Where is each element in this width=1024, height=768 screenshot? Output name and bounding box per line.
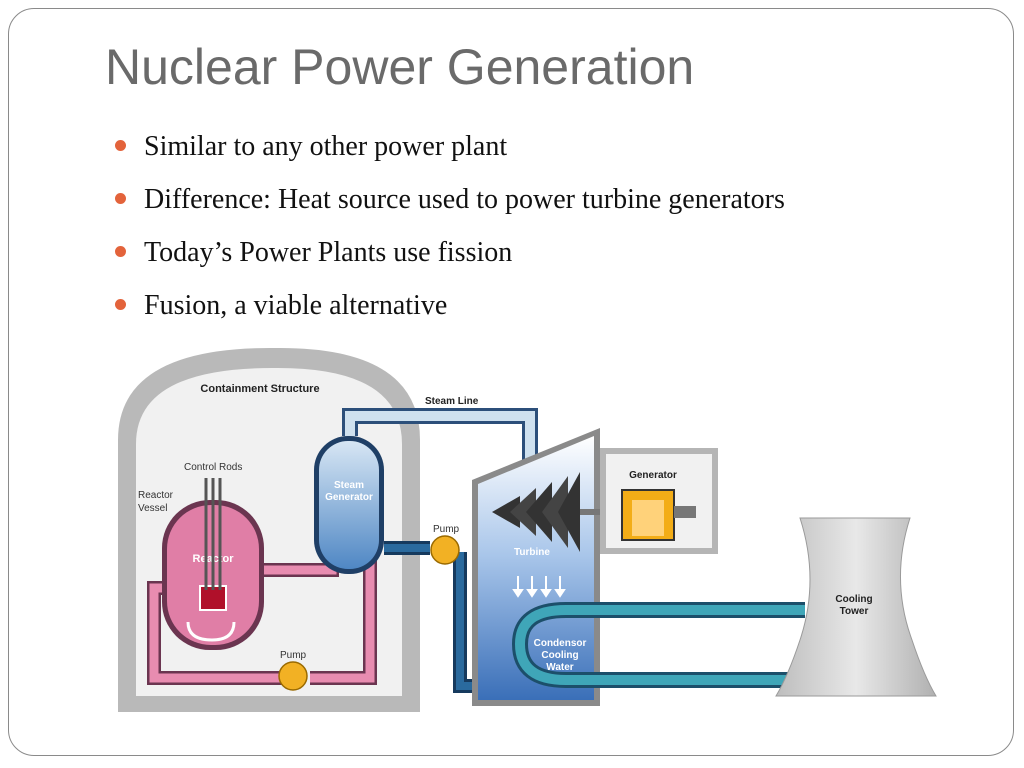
steam-generator-fill [319, 441, 379, 569]
turbine-label: Turbine [514, 547, 550, 558]
bullet-item: Similar to any other power plant [115, 126, 785, 179]
bullet-text: Difference: Heat source used to power tu… [144, 184, 785, 215]
steam-line-fill [345, 411, 535, 462]
condensor-label: Condensor [534, 638, 587, 649]
top-pump-label: Pump [433, 524, 460, 535]
steam-generator-label: Generator [325, 492, 373, 503]
bullet-text: Today’s Power Plants use fission [144, 237, 513, 268]
top-pump [430, 535, 460, 565]
condenser-cooling-loop-fill [514, 605, 805, 685]
bullet-text: Fusion, a viable alternative [144, 290, 448, 321]
bullet-item: Difference: Heat source used to power tu… [115, 179, 785, 232]
reactor-vessel-label: Vessel [138, 503, 167, 514]
generator-label: Generator [629, 470, 677, 481]
bullet-item: Fusion, a viable alternative [115, 285, 785, 338]
cooling-tower-label: Tower [840, 606, 869, 617]
cooling-tower-label: Cooling [835, 594, 872, 605]
bullet-dot-icon [115, 140, 126, 151]
reactor-vessel-label: Reactor [138, 490, 174, 501]
nuclear-plant-diagram: Containment Structure Steam Line Reactor… [118, 348, 937, 712]
bullet-list: Similar to any other power plant Differe… [115, 126, 785, 338]
bullet-text: Similar to any other power plant [144, 131, 508, 162]
steam-generator-label: Steam [334, 480, 364, 491]
bullet-dot-icon [115, 299, 126, 310]
slide-title: Nuclear Power Generation [105, 39, 695, 95]
bullet-dot-icon [115, 193, 126, 204]
condensor-label: Water [546, 662, 574, 673]
reactor-core [199, 585, 227, 611]
condensor-label: Cooling [541, 650, 578, 661]
steam-line-label: Steam Line [425, 396, 479, 407]
turbine-blades-icon [492, 472, 580, 552]
containment-label: Containment Structure [200, 383, 319, 395]
generator-shaft [674, 506, 696, 518]
cooling-tower [775, 517, 937, 697]
bottom-pump-label: Pump [280, 650, 307, 661]
bottom-pump [278, 661, 308, 691]
flow-arrow-icon [186, 621, 236, 642]
generator-core [632, 500, 664, 536]
control-rods-label: Control Rods [184, 462, 242, 473]
bullet-item: Today’s Power Plants use fission [115, 232, 785, 285]
bullet-dot-icon [115, 246, 126, 257]
steam-down-arrows-icon [512, 576, 566, 598]
